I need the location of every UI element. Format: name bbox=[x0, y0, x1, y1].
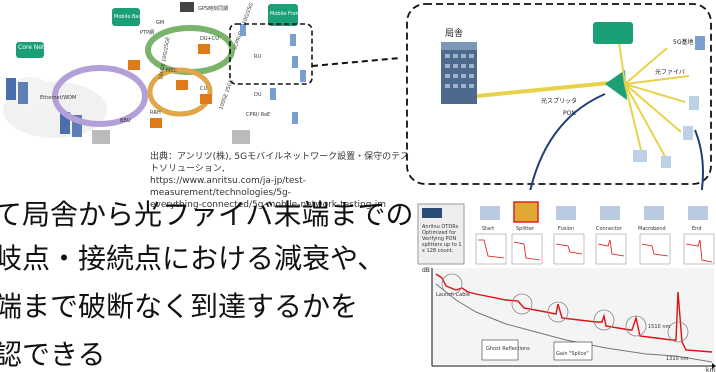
event-connector: Connector bbox=[596, 226, 623, 232]
source-line-1: 出典：アンリツ(株), 5Gモバイルネットワーク設置・保守のテストソリューション… bbox=[150, 152, 410, 174]
gps-antenna-icon bbox=[180, 2, 194, 12]
macrobend-icon bbox=[644, 206, 664, 220]
x-axis-label: km bbox=[706, 367, 715, 372]
event-end: End bbox=[692, 226, 702, 232]
station-label: 局舎 bbox=[445, 28, 463, 39]
splitter-icon bbox=[605, 70, 627, 100]
launch-cable-label: Launch Cable bbox=[436, 292, 470, 298]
fronthaul-label: Mobile Fronthaul bbox=[270, 11, 311, 17]
event-macrobend: Macrobend bbox=[638, 226, 666, 232]
pon-dashed-frame bbox=[406, 3, 712, 185]
distance-1510-label: 1510 nm bbox=[648, 324, 670, 330]
terminal-icon-3 bbox=[683, 126, 693, 140]
core-label: Core Network bbox=[18, 44, 59, 51]
event-circles bbox=[441, 273, 689, 343]
ethernet-ring bbox=[52, 65, 148, 127]
device-text-0: Anritsu OTDRs bbox=[422, 224, 459, 230]
start-icon bbox=[480, 206, 500, 220]
end-icon bbox=[688, 206, 708, 220]
fusion-icon bbox=[556, 206, 576, 220]
bbu-label: BBU bbox=[120, 118, 131, 124]
switch-icons bbox=[128, 44, 212, 128]
gm-label: GM bbox=[156, 20, 164, 26]
ghost-box bbox=[481, 339, 519, 361]
device-text-2: Verifying PON bbox=[422, 236, 456, 242]
ghost-label: Ghost Reflections bbox=[486, 346, 530, 352]
source-line-3: everything-connected/5g-mobile-network-t… bbox=[150, 200, 386, 210]
pon-diagram: 局舎 5G基地 光ファイバ 光スプリッタ PON bbox=[406, 3, 712, 190]
splitter-label-2: PON bbox=[563, 110, 576, 117]
mobile-network-diagram: Core Network Mobile Backhaul Mobile Fron… bbox=[3, 2, 400, 144]
mini-trace-boxes bbox=[475, 233, 715, 265]
body-line-1: て局舎から光ファイバ末端までの bbox=[0, 198, 414, 231]
fiber-label: 光ファイバ bbox=[655, 68, 685, 76]
du-cu-label: DU+CU bbox=[200, 36, 219, 42]
event-strip bbox=[480, 201, 708, 223]
terminal-icon-2 bbox=[689, 96, 699, 110]
callout-line bbox=[311, 57, 400, 67]
ethernet-wdm-label: Ethernet/WDM bbox=[40, 95, 76, 101]
ptp-label: PTP網 bbox=[140, 29, 154, 36]
base-5g-label: 5G基地 bbox=[673, 38, 693, 46]
gain-label: Gain "Splice" bbox=[556, 351, 589, 357]
ru-label: RU bbox=[254, 54, 261, 60]
event-start: Start bbox=[482, 226, 494, 232]
event-splitter: Splitter bbox=[516, 226, 535, 232]
feeder-fiber bbox=[476, 80, 620, 98]
otdr-arrows bbox=[529, 93, 704, 190]
body-line-2: 岐点・接続点における減衰や、 bbox=[0, 242, 386, 275]
server-racks-icon bbox=[6, 78, 82, 137]
event-fusion: Fusion bbox=[558, 226, 574, 232]
red-trace bbox=[435, 273, 713, 353]
backhaul-badge bbox=[112, 8, 140, 26]
highlight-box bbox=[229, 23, 313, 85]
core-network-badge bbox=[16, 42, 44, 58]
terminal-icon-4 bbox=[633, 150, 647, 162]
rrh-label: RRH bbox=[150, 110, 161, 116]
otdr-figure: Anritsu OTDRs Optimized for Verifying PO… bbox=[416, 200, 716, 372]
gray-trace bbox=[435, 283, 713, 363]
source-note: 出典：アンリツ(株), 5Gモバイルネットワーク設置・保守のテストソリューション… bbox=[150, 151, 410, 211]
link-speed-label: 100GE 25GE bbox=[218, 79, 234, 111]
gps-label: GPS時刻同期 bbox=[198, 5, 228, 12]
backhaul-label: Mobile Backhaul bbox=[114, 14, 155, 20]
antenna-icons bbox=[240, 24, 306, 124]
building-icons bbox=[92, 130, 250, 144]
drop-fibers bbox=[618, 41, 690, 161]
base-station-icon bbox=[593, 22, 633, 44]
splitter-event-icon bbox=[513, 201, 539, 223]
du-label: DU bbox=[254, 92, 262, 98]
device-text-1: Optimized for bbox=[422, 230, 457, 236]
terminal-icon-5 bbox=[661, 156, 671, 168]
body-line-4: 認できる bbox=[0, 338, 106, 371]
source-line-2: https://www.anritsu.com/ja-jp/test-measu… bbox=[150, 176, 306, 198]
body-line-3: 端まで破断なく到達するかを bbox=[0, 290, 359, 323]
y-axis-label: dB bbox=[422, 267, 430, 274]
device-text-4: x 128 count. bbox=[422, 248, 454, 254]
connector-icon bbox=[600, 206, 620, 220]
device-text-3: splitters up to 1 bbox=[422, 242, 462, 248]
fronthaul-badge bbox=[268, 4, 298, 26]
station-building-icon bbox=[441, 42, 477, 104]
x-axis-arrow bbox=[712, 363, 716, 369]
distance-1310-label: 1310 nm bbox=[666, 356, 688, 362]
gain-box bbox=[553, 341, 593, 361]
mini-traces bbox=[478, 239, 713, 263]
cu-label: CU bbox=[200, 86, 207, 92]
terminal-icon-1 bbox=[695, 36, 705, 50]
mec-label: MEC bbox=[166, 68, 177, 74]
roe-label: CPRI/ RoE bbox=[246, 112, 270, 118]
splitter-label-1: 光スプリッタ bbox=[541, 97, 577, 105]
mec-ring bbox=[147, 67, 213, 117]
